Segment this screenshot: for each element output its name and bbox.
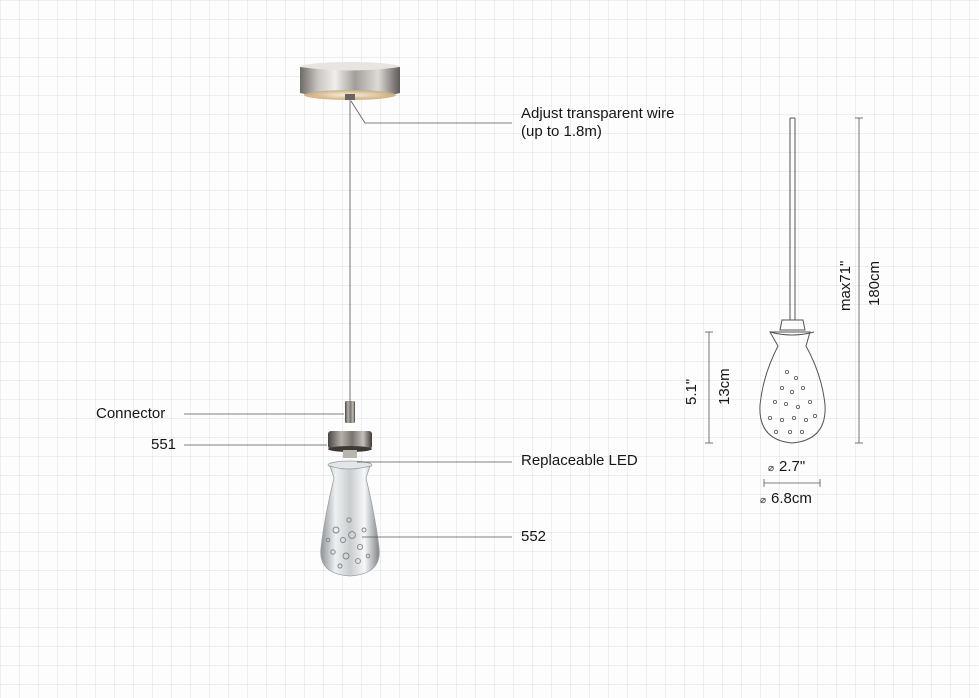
diameter-icon: ⌀: [768, 463, 775, 474]
dim-max-inches: max71": [837, 260, 854, 311]
callout-552: 552: [521, 528, 547, 545]
part-551-cap: [328, 431, 372, 458]
dim-max-cm: 180cm: [866, 260, 883, 306]
callout-connector: Connector: [96, 405, 166, 422]
callout-wire-line1: Adjust transparent wire: [521, 105, 675, 122]
part-552-glass-shade: [320, 460, 380, 577]
dim-diameter-inches-value: 2.7": [779, 458, 806, 475]
dim-diameter-inches: ⌀ 2.7": [768, 458, 805, 478]
dim-diameter-cm: ⌀ 6.8cm: [760, 490, 812, 510]
callout-lines: [184, 100, 512, 538]
dim-height-inches: 5.1": [683, 378, 700, 405]
callout-551: 551: [151, 436, 177, 453]
ceiling-canopy: [300, 62, 400, 100]
diameter-icon: ⌀: [760, 495, 767, 506]
dim-height-cm: 13cm: [716, 368, 733, 405]
callout-replaceable-led: Replaceable LED: [521, 452, 638, 469]
connector-part: [345, 401, 355, 423]
technical-outline: [759, 117, 826, 444]
dim-diameter-cm-value: 6.8cm: [771, 490, 812, 507]
callout-wire-line2: (up to 1.8m): [521, 123, 602, 140]
dimension-lines: [705, 117, 863, 487]
